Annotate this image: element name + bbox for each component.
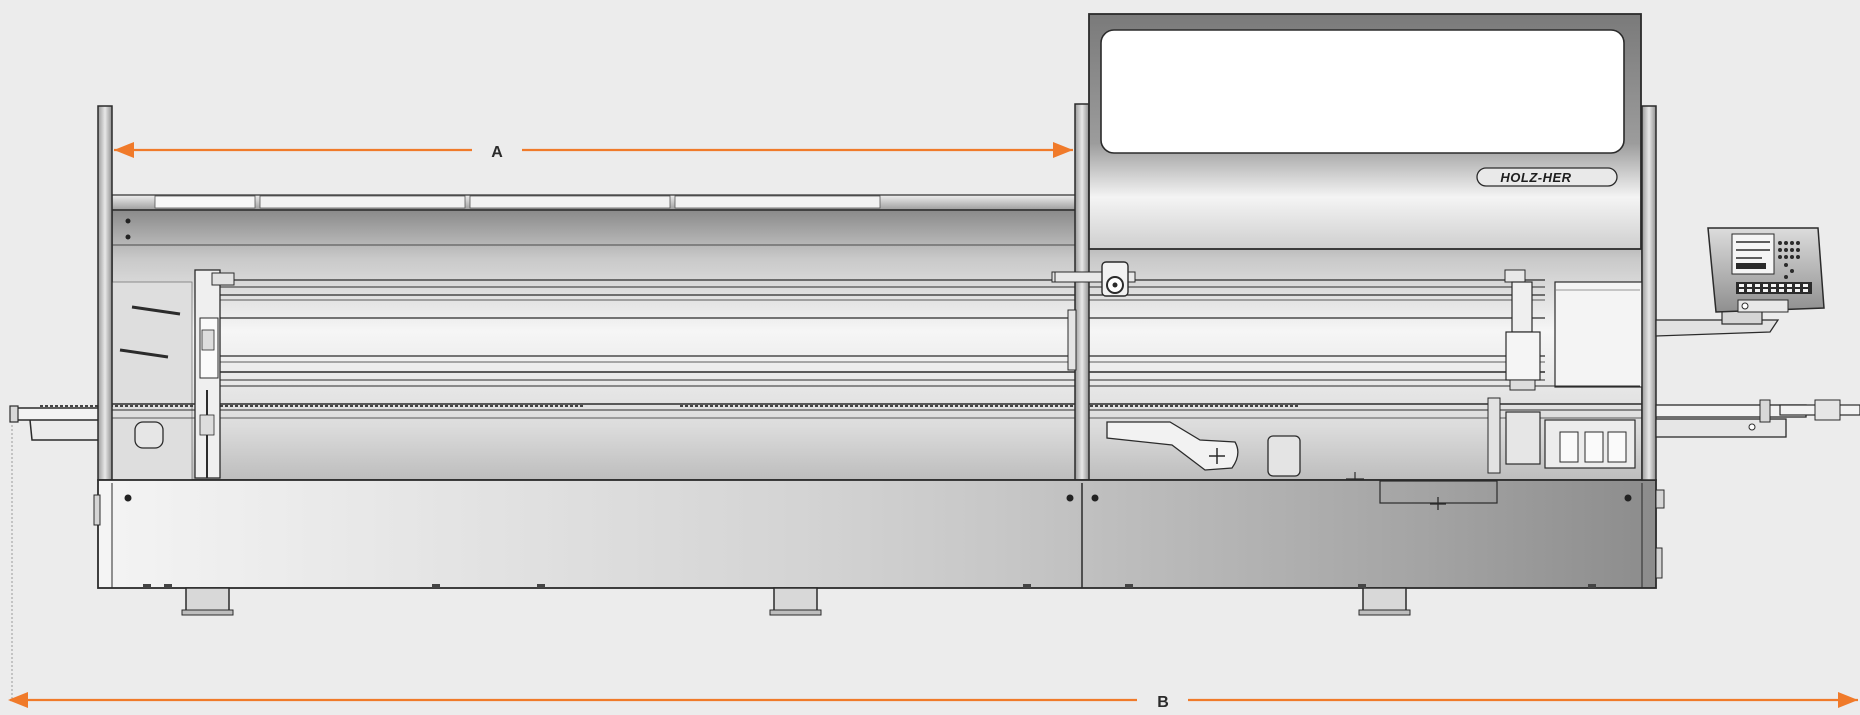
glue-unit [194,269,235,479]
dimension-a: A [114,142,1073,161]
infeed-fence [9,405,113,700]
right-post [1641,105,1657,481]
brand-logo: HOLZ-HER [1476,167,1618,187]
scraper-bracket [1106,421,1364,490]
control-panel[interactable] [1655,227,1825,337]
dimension-a-label: A [491,144,503,161]
dimension-b-label: B [1157,694,1169,710]
trim-unit [1487,269,1644,474]
machine-feet [143,584,1596,616]
machine-body [111,194,1643,481]
svg-text:HOLZ-HER: HOLZ-HER [1500,170,1571,185]
dimension-b: B [8,692,1858,711]
hood-window [1100,29,1625,154]
guide-rails [112,271,1650,419]
machine-hood: HOLZ-HER [1088,13,1642,250]
base-cabinet [93,479,1665,589]
pressure-roller [1054,261,1136,297]
outfeed-support [1655,399,1860,438]
left-post [97,105,113,481]
